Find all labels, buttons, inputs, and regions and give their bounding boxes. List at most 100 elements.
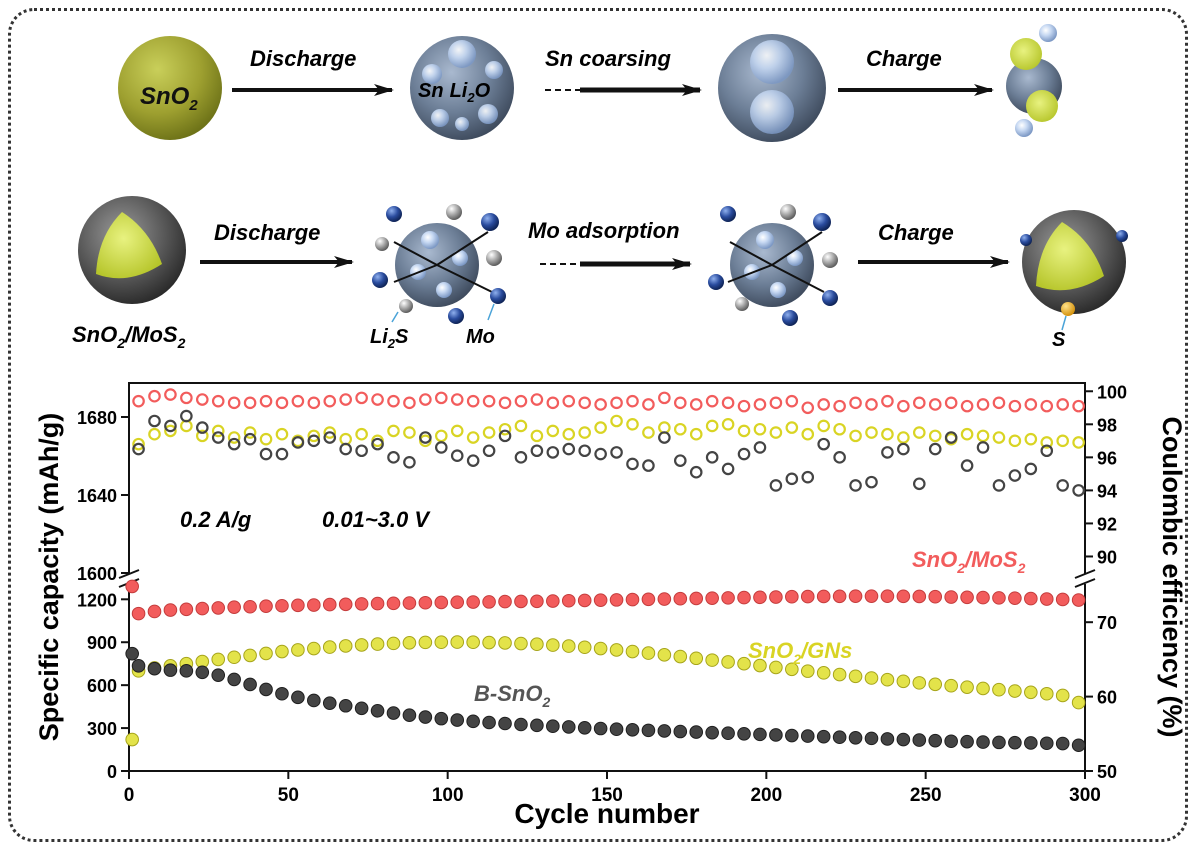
y2-tick-label: 94	[1097, 481, 1117, 501]
efficiency-point	[132, 437, 145, 451]
series-label-sno2-gns: SnO2/GNs	[748, 638, 852, 667]
efficiency-point	[753, 441, 767, 454]
capacity-point	[705, 653, 719, 667]
y-tick-label: 900	[87, 633, 117, 653]
capacity-point	[593, 721, 608, 736]
efficiency-point	[594, 421, 607, 434]
label-charge-2: Charge	[878, 220, 954, 245]
efficiency-point	[498, 422, 512, 436]
label-charge-1: Charge	[866, 46, 942, 71]
efficiency-point	[195, 421, 209, 434]
capacity-point	[673, 724, 688, 739]
capacity-point	[832, 667, 847, 682]
capacity-point	[816, 729, 831, 744]
capacity-point	[291, 643, 305, 657]
capacity-point	[976, 681, 990, 696]
axis-break-gap	[123, 574, 135, 584]
efficiency-point	[387, 424, 400, 438]
efficiency-point	[403, 396, 416, 410]
efficiency-point	[785, 421, 799, 434]
capacity-point	[131, 659, 146, 673]
efficiency-point	[1072, 399, 1085, 413]
capacity-point	[1039, 592, 1054, 606]
capacity-point	[800, 729, 815, 743]
series-sno2-gns	[125, 414, 1086, 747]
efficiency-point	[1024, 462, 1038, 476]
y2-axis-title: Coulombic efficiency (%)	[1157, 416, 1187, 737]
capacity-point	[1024, 685, 1038, 700]
capacity-point	[673, 649, 688, 664]
efficiency-point	[291, 394, 305, 408]
efficiency-point	[530, 393, 544, 406]
efficiency-point	[992, 431, 1006, 444]
efficiency-point	[689, 427, 703, 441]
efficiency-point	[865, 398, 878, 411]
efficiency-point	[594, 447, 607, 461]
capacity-point	[625, 592, 640, 607]
series-b-sno2	[125, 409, 1086, 753]
y-tick-label: 1680	[77, 408, 117, 428]
capacity-point	[880, 589, 895, 603]
capacity-point	[450, 635, 465, 649]
coarsened-sn-particle	[718, 34, 826, 142]
capacity-point	[880, 732, 895, 746]
sno2-label: SnO2	[140, 83, 198, 114]
efficiency-point	[1072, 484, 1085, 497]
capacity-point	[928, 733, 943, 748]
efficiency-point	[1008, 399, 1022, 413]
capacity-point	[992, 735, 1006, 750]
capacity-point	[322, 597, 337, 612]
capacity-point	[960, 734, 974, 749]
efficiency-point	[434, 429, 448, 443]
capacity-point	[577, 593, 592, 608]
efficiency-point	[849, 479, 862, 492]
efficiency-point	[610, 396, 623, 410]
efficiency-point	[148, 414, 161, 428]
capacity-point	[450, 713, 465, 727]
capacity-point	[657, 592, 672, 606]
efficiency-point	[897, 431, 910, 444]
efficiency-point	[594, 398, 607, 411]
efficiency-point	[195, 393, 209, 406]
axis-ticks	[121, 390, 1093, 779]
y-tick-label: 600	[87, 676, 117, 696]
capacity-point	[625, 722, 640, 737]
capacity-point	[1024, 736, 1038, 750]
efficiency-point	[849, 396, 862, 410]
label-discharge-2: Discharge	[214, 220, 320, 245]
capacity-point	[275, 598, 289, 613]
capacity-point	[131, 606, 146, 621]
capacity-point	[530, 637, 544, 652]
capacity-point	[864, 589, 879, 603]
efficiency-point	[928, 429, 942, 443]
efficiency-point	[721, 418, 735, 431]
efficiency-point	[259, 447, 273, 461]
y-tick-label: 300	[87, 719, 117, 739]
efficiency-point	[1056, 398, 1069, 411]
capacity-point	[498, 716, 512, 731]
capacity-point	[227, 672, 241, 687]
sno2-mos2-label: SnO2/MoS2	[72, 322, 186, 351]
efficiency-point	[642, 459, 655, 472]
efficiency-point	[705, 451, 719, 464]
capacity-point	[816, 666, 831, 680]
efficiency-point	[419, 393, 432, 406]
capacity-point	[769, 660, 783, 675]
efficiency-point	[673, 422, 687, 436]
efficiency-point	[881, 394, 894, 408]
efficiency-point	[211, 424, 225, 438]
capacity-point	[307, 598, 321, 612]
efficiency-point	[769, 426, 783, 439]
efficiency-point	[833, 451, 846, 464]
efficiency-point	[992, 396, 1006, 410]
label-sn-coarsing: Sn coarsing	[545, 46, 671, 71]
axis-break-marks	[118, 569, 1096, 588]
capacity-point	[1055, 736, 1070, 751]
capacity-point	[227, 650, 241, 665]
row2-schematic: SnO2/MoS2 Discharge Li2	[72, 196, 1128, 351]
capacity-point	[721, 591, 735, 605]
mo-adsorbed-particle	[708, 204, 838, 326]
efficiency-point	[976, 441, 990, 454]
capacity-point	[832, 589, 847, 604]
